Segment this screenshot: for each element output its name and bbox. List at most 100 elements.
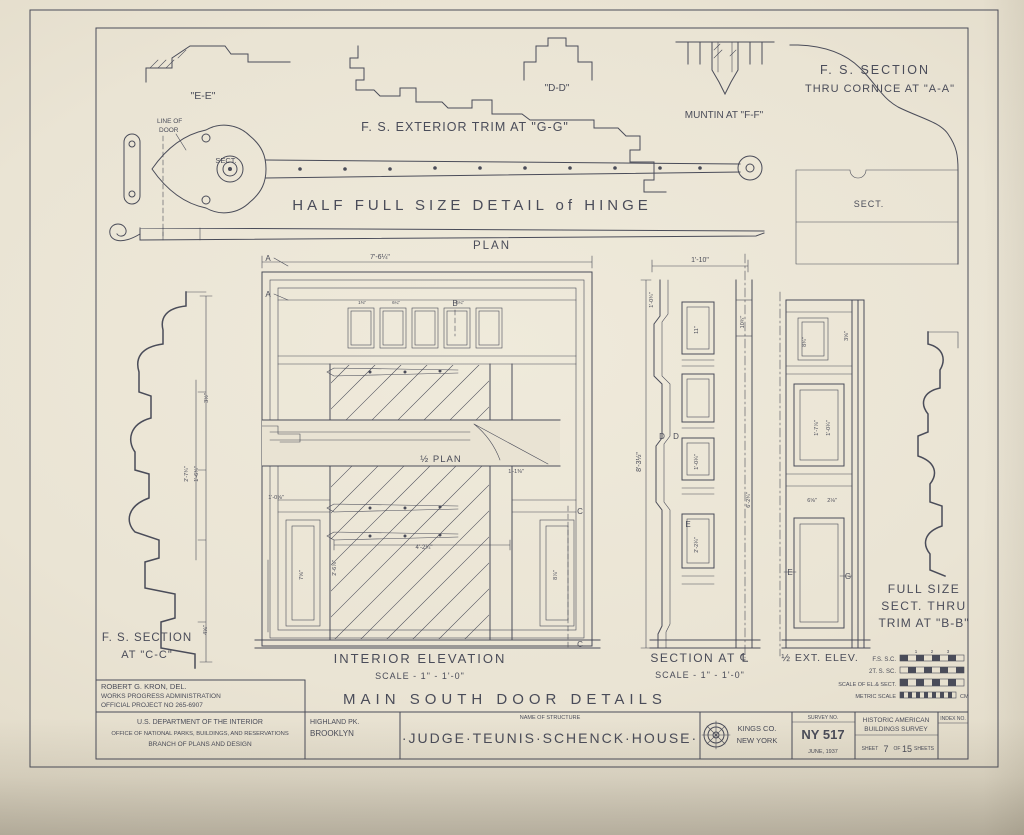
leader-line: [175, 133, 187, 151]
dimension-label: 6'-2¾": [746, 492, 752, 508]
plan-band-mask: [262, 420, 560, 466]
label-line-of-door-2: DOOR: [159, 127, 179, 134]
marker-leaders: [783, 571, 853, 577]
dimension-label: 3½": [203, 393, 210, 403]
sheet-label: SHEET: [862, 746, 879, 752]
label-scale-el: SCALE OF EL.& SECT.: [838, 682, 896, 688]
dimension-label: 2'-7¾": [184, 466, 190, 482]
dept-line-1: U.S. DEPARTMENT OF THE INTERIOR: [137, 719, 263, 726]
sheet-number: 7: [883, 744, 888, 754]
dimension-label: 1'-0⅝": [268, 495, 284, 501]
dimension-label: D: [673, 432, 679, 441]
hinge-strap: [265, 159, 741, 179]
interior-elevation-drawing: ½ PLAN INTERIOR ELEVATION SCALE - 1" - 1…: [254, 255, 601, 681]
dimension-label: A: [265, 290, 271, 299]
transom-pane-inner: [801, 321, 825, 357]
rail-lines: [785, 311, 853, 487]
upper-panel: [793, 383, 845, 467]
cornice-section-lines: [795, 169, 959, 265]
title-block: U.S. DEPARTMENT OF THE INTERIOR OFFICE O…: [95, 711, 969, 760]
hinge-hub: [216, 155, 244, 183]
structure-name: ·JUDGE·TEUNIS·SCHENCK·HOUSE·: [402, 730, 698, 746]
label-ext-elev: ½ EXT. ELEV.: [781, 652, 859, 664]
door-stiles: [329, 363, 513, 641]
sheet-borders: [29, 9, 999, 768]
dimension-label: 1⅜": [358, 300, 366, 305]
transom-rails: [277, 299, 577, 365]
dimension-lines: [640, 259, 749, 649]
state: NEW YORK: [737, 736, 778, 745]
door-hinge-straps: [326, 367, 459, 541]
screw-hole: [201, 195, 211, 205]
compass-icon: [701, 720, 731, 750]
hinge-jamb-strap: [123, 133, 141, 205]
label-sect-cornice: SECT.: [854, 199, 885, 209]
dimension-label: D: [659, 432, 665, 441]
label-ee: "E-E": [191, 90, 216, 102]
credits-box-lines: [95, 679, 306, 760]
dimension-label: 1'-7⅞": [814, 420, 820, 436]
dimension-label: 2: [931, 649, 934, 654]
hinge-plan-curl: [109, 223, 141, 242]
credit-delineator: ROBERT G. KRON, DEL.: [101, 682, 187, 691]
cornice-aa-drawing: F. S. SECTION THRU CORNICE AT "A-A" SECT…: [789, 44, 959, 265]
survey-no-label: SURVEY NO.: [808, 715, 839, 721]
outer-border: [29, 9, 999, 768]
half-plan-band: ½ PLAN: [261, 419, 561, 467]
sheets-label: SHEETS: [914, 746, 935, 752]
trim-profile: [349, 45, 667, 193]
habs-line-1: HISTORIC AMERICAN: [863, 717, 930, 724]
label-muntin: MUNTIN AT "F-F": [685, 110, 764, 121]
glass-lines: [687, 41, 763, 65]
muntin-profile: [711, 41, 739, 96]
label-section-cl: SECTION AT ℄: [650, 651, 749, 665]
label-section-scale: SCALE - 1" - 1'-0": [655, 670, 745, 680]
dimension-label: 1'-1⅜": [508, 469, 524, 475]
hinge-plan-bar: [139, 227, 765, 241]
dimension-label: 1'-6¾": [194, 466, 200, 482]
dimension-label: 2⅛": [827, 498, 837, 504]
inner-border: [95, 27, 969, 760]
section-cc-drawing: F. S. SECTION AT "C-C": [102, 291, 213, 669]
scale-bars: F.S. S.C. 2T. S. SC. SCALE OF EL.& SECT.…: [838, 654, 969, 700]
survey-no: NY 517: [801, 727, 844, 742]
dimension-label: A: [265, 254, 271, 263]
dimension-label: 2'-2¼": [694, 537, 700, 553]
dimension-label: 7'-6¼": [370, 254, 390, 261]
name-of-structure-label: NAME OF STRUCTURE: [520, 715, 581, 721]
molding-profile: [523, 37, 593, 81]
transom-panes: [347, 307, 503, 349]
label-scale-ts: 2T. S. SC.: [869, 669, 896, 675]
dimension-label: 1'-0¼": [694, 454, 700, 470]
dimension-label: 3⅝": [844, 331, 850, 341]
index-no-label: INDEX NO.: [940, 716, 966, 722]
detail-ee: "E-E": [145, 45, 291, 102]
dimension-label: 8'-3½": [635, 452, 643, 472]
muntin-ff-drawing: MUNTIN AT "F-F": [675, 41, 775, 121]
label-hinge-title: HALF FULL SIZE DETAIL of HINGE: [292, 197, 652, 214]
label-cm: CM: [960, 694, 969, 700]
label-plan: PLAN: [473, 240, 511, 252]
trim-bb-drawing: FULL SIZE SECT. THRU TRIM AT "B-B": [878, 331, 969, 630]
label-dd: "D-D": [545, 83, 570, 94]
label-trim-bb-3: TRIM AT "B-B": [878, 616, 969, 630]
dimension-label: 7⅝": [299, 570, 305, 580]
plan-ticks: [162, 227, 201, 241]
dept-line-2: OFFICE OF NATIONAL PARKS, BUILDINGS, AND…: [111, 731, 289, 737]
dept-line-3: BRANCH OF PLANS AND DESIGN: [148, 741, 252, 748]
dimension-label: 1'-10": [691, 257, 709, 264]
hinge-tip-hole: [745, 163, 755, 173]
label-sect-hinge: SECT.: [215, 156, 236, 165]
credit-wpa: WORKS PROGRESS ADMINISTRATION: [101, 693, 221, 700]
hinge-tip: [737, 155, 763, 181]
sheet-of-label: OF: [894, 746, 901, 752]
transom-pane: [797, 317, 829, 361]
dimension-label: 8¾": [802, 337, 808, 347]
location-line-2: BROOKLYN: [310, 729, 354, 738]
dimension-label: 3: [947, 649, 950, 654]
sill-lines: [254, 639, 601, 649]
section-centerline-drawing: SECTION AT ℄ SCALE - 1" - 1'-0": [640, 253, 761, 680]
plan-band-edges: [261, 419, 561, 467]
